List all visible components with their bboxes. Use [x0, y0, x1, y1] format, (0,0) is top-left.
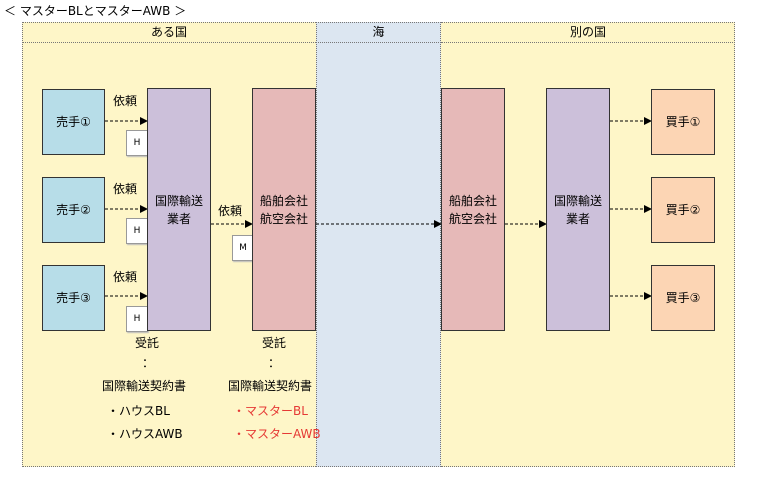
- master-bl-label: ・マスターBL: [233, 404, 308, 418]
- request-label-2: 依頼: [113, 182, 138, 196]
- house-doc-icon-1: H: [126, 130, 148, 156]
- house-bl-label: ・ハウスBL: [107, 404, 170, 418]
- buyer-1-box: 買手①: [651, 89, 715, 155]
- forwarder-origin-box: 国際輸送 業者: [147, 88, 211, 331]
- seller-2-box: 売手②: [42, 177, 105, 243]
- buyer-3-box: 買手③: [651, 265, 715, 331]
- house-awb-label: ・ハウスAWB: [107, 427, 183, 441]
- request-label-3: 依頼: [113, 270, 138, 284]
- carrier-destination-box: 船舶会社 航空会社: [441, 88, 505, 331]
- house-doc-icon-2: H: [126, 218, 148, 244]
- house-contract-label: 国際輸送契約書: [102, 379, 187, 393]
- region-sea-label: 海: [316, 22, 441, 43]
- master-accept-label: 受託: [262, 336, 287, 350]
- seller-3-box: 売手③: [42, 265, 105, 331]
- region-origin-label: ある国: [22, 22, 316, 43]
- buyer-2-box: 買手②: [651, 177, 715, 243]
- house-accept-label: 受託: [135, 336, 160, 350]
- diagram-title: ＜ マスターBLとマスターAWB ＞: [4, 4, 187, 18]
- forwarder-destination-box: 国際輸送 業者: [546, 88, 610, 331]
- master-contract-label: 国際輸送契約書: [228, 379, 313, 393]
- master-awb-label: ・マスターAWB: [233, 427, 321, 441]
- region-destination-label: 別の国: [441, 22, 735, 43]
- house-ellipsis: ：: [142, 356, 155, 370]
- seller-1-box: 売手①: [42, 89, 105, 155]
- carrier-origin-box: 船舶会社 航空会社: [252, 88, 316, 331]
- request-label-master: 依頼: [218, 204, 243, 218]
- request-label-1: 依頼: [113, 94, 138, 108]
- house-doc-icon-3: H: [126, 306, 148, 332]
- master-ellipsis: ：: [268, 356, 281, 370]
- master-doc-icon: M: [232, 235, 254, 261]
- region-sea: [316, 22, 441, 467]
